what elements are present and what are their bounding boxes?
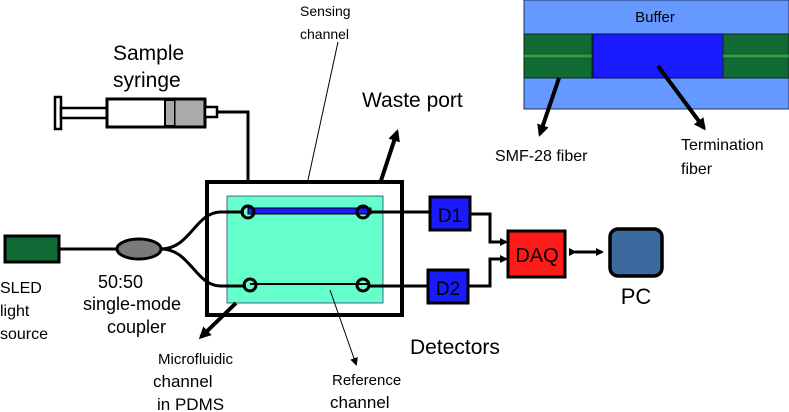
coupler	[115, 237, 163, 261]
sensing-channel	[247, 207, 372, 215]
sensing-pointer	[300, 41, 339, 205]
smf-pointer-arrow	[537, 77, 561, 137]
syringe-fluid	[174, 99, 205, 127]
fiber-core-right	[722, 53, 789, 59]
syringe-tip	[203, 105, 219, 119]
reference-pointer	[329, 289, 358, 366]
microfluidic-label-1: Microfluidic	[158, 351, 234, 368]
microfluidic-pointer-arrow	[198, 301, 238, 340]
reference-label-2: channel	[330, 393, 390, 412]
sensing-label-1: Sensing	[300, 3, 351, 19]
daq-label: DAQ	[515, 245, 558, 267]
fiber-to-sensing	[160, 210, 244, 251]
termination-label-1: Termination	[681, 137, 764, 154]
coupler-label-3: coupler	[107, 317, 166, 337]
termination-pointer-arrow	[656, 64, 706, 131]
waste-port-label: Waste port	[362, 89, 463, 112]
reference-label-1: Reference	[332, 372, 401, 389]
detectors-label: Detectors	[410, 336, 500, 359]
coupler-label-2: single-mode	[83, 294, 181, 314]
fiber-core-left	[523, 53, 593, 59]
termination-fiber	[592, 33, 724, 79]
d2-to-daq	[468, 255, 508, 288]
sample-syringe: Sample syringe	[53, 42, 252, 210]
d2-label: D2	[436, 279, 460, 300]
microfluidic-label-2: channel	[153, 372, 213, 391]
reference-inlet-port	[242, 277, 258, 293]
d1-to-daq	[470, 212, 508, 246]
fiber-inset: Buffer SMF-28 fiber Termination fiber	[495, 0, 789, 178]
daq-box	[506, 229, 567, 279]
syringe-label-2: syringe	[113, 69, 181, 92]
sled-light-source	[3, 234, 61, 264]
termination-label-2: fiber	[681, 161, 713, 178]
microfluidic-label-3: in PDMS	[157, 395, 224, 412]
sensing-label-2: channel	[300, 26, 349, 42]
detector-d2	[426, 268, 470, 305]
sensing-inlet-port	[240, 204, 256, 220]
sled-label-2: light	[0, 303, 30, 320]
syringe-label-1: Sample	[113, 42, 184, 65]
fiber-to-reference	[160, 247, 246, 288]
sled-label-3: source	[0, 326, 48, 343]
coupler-label-1: 50:50	[98, 272, 143, 292]
sled-label-1: SLED	[0, 280, 42, 297]
smf-fiber-label: SMF-28 fiber	[495, 148, 588, 165]
d1-label: D1	[438, 206, 462, 227]
pc-box	[608, 227, 664, 278]
buffer-label: Buffer	[635, 9, 675, 26]
pc-label: PC	[621, 284, 652, 309]
plunger-seal	[164, 99, 176, 127]
syringe-tube	[217, 110, 252, 210]
